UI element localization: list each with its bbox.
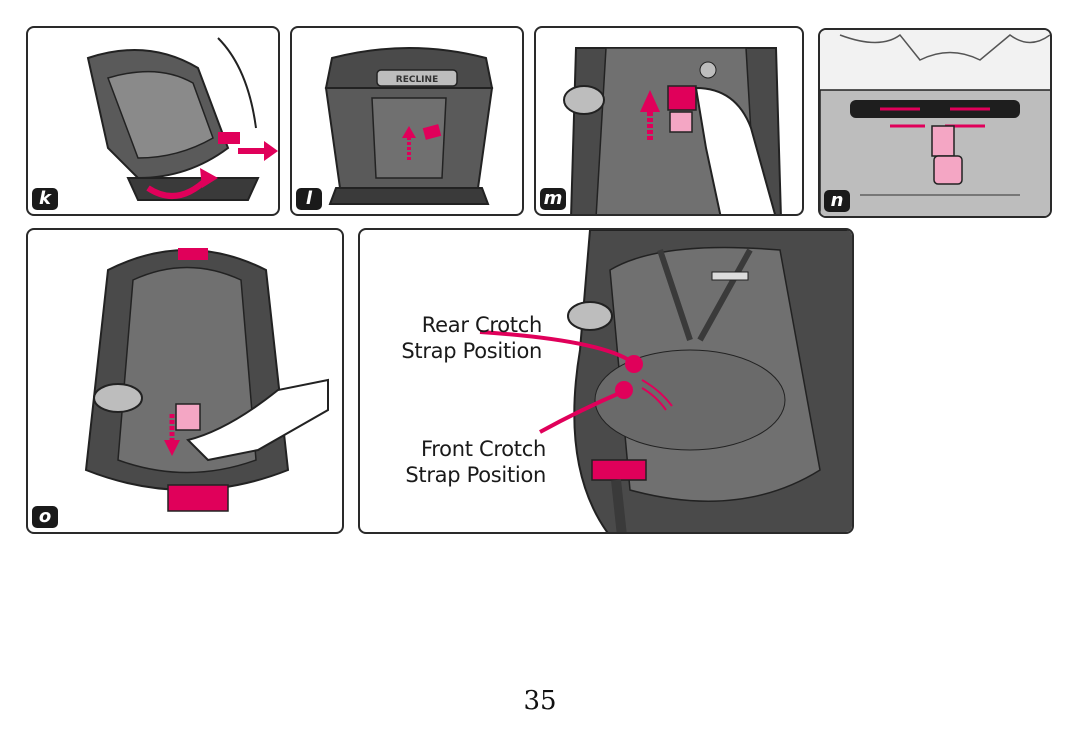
up-arrow-icon [640, 90, 660, 112]
down-arrow-icon [164, 440, 180, 456]
rear-label-line1: Rear Crotch [421, 313, 543, 337]
recline-label: RECLINE [396, 75, 438, 85]
crotch-positions-illustration [479, 230, 852, 532]
step-badge-m: m [540, 188, 566, 210]
front-crotch-label: Front Crotch Strap Position [370, 436, 546, 488]
panel-o: o [26, 228, 344, 534]
rear-crotch-label: Rear Crotch Strap Position [370, 312, 542, 364]
rear-position-dot [625, 355, 643, 373]
harness-adjust-illustration [563, 47, 782, 214]
pull-arrow-icon [264, 141, 278, 161]
seat-front-illustration [84, 248, 329, 512]
panel-k: k [26, 26, 280, 216]
step-badge-n: n [824, 190, 850, 212]
step-badge-k: k [32, 188, 58, 210]
panel-l: RECLINE l [290, 26, 524, 216]
hand-illustration [186, 378, 329, 462]
rotate-arrow-icon [200, 168, 218, 188]
front-position-dot [615, 381, 633, 399]
front-label-line1: Front Crotch [421, 437, 546, 461]
step-badge-l: l [296, 188, 322, 210]
front-label-line2: Strap Position [405, 463, 546, 487]
panel-crotch-positions: Rear Crotch Strap Position Front Crotch … [358, 228, 854, 534]
page-number: 35 [523, 686, 557, 716]
hand-illustration [694, 86, 776, 214]
seat-base-illustration: RECLINE [324, 47, 494, 205]
panel-m: m [534, 26, 804, 216]
panel-n: n [818, 28, 1052, 218]
seat-recline-illustration [86, 37, 278, 201]
rear-label-line2: Strap Position [401, 339, 542, 363]
up-arrow-icon [402, 126, 416, 138]
crotch-strap-underside-illustration [820, 30, 1050, 216]
step-badge-o: o [32, 506, 58, 528]
